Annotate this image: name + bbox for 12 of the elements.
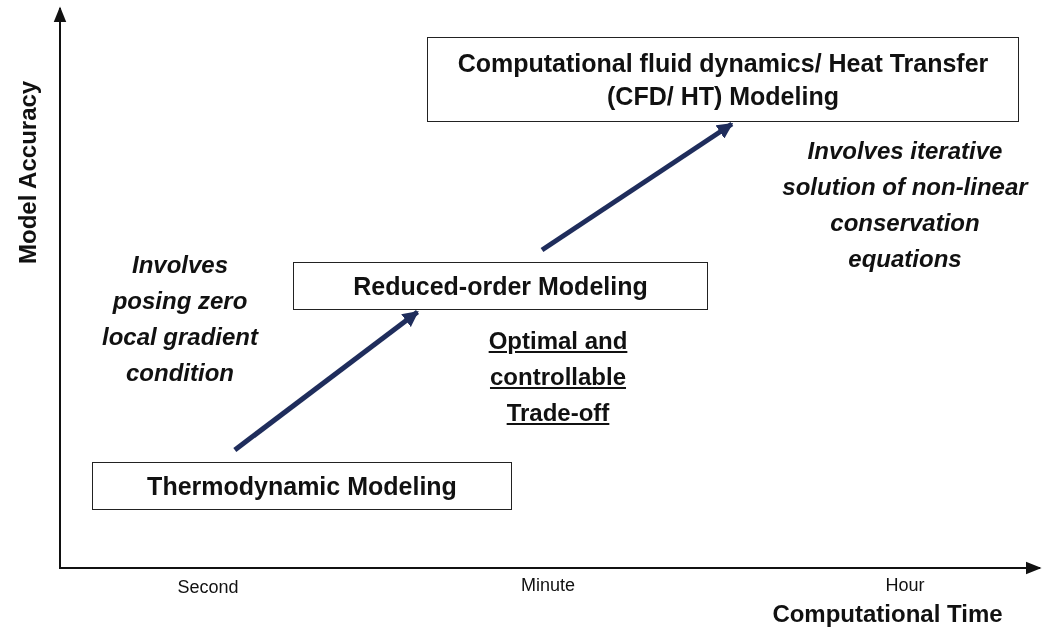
model-box: Thermodynamic Modeling	[92, 462, 512, 510]
axis-tick-label: Minute	[520, 574, 576, 596]
model-box: Reduced-order Modeling	[293, 262, 708, 310]
arrow	[233, 310, 419, 452]
axis-tick-label: Second	[176, 576, 240, 598]
annotation: Involves posing zero local gradient condition	[100, 250, 260, 388]
annotation: Involves iterative solution of non-linear conservation equations	[781, 136, 1030, 274]
axis-tick-label: Hour	[884, 574, 926, 596]
model-box: Computational fluid dynamics/ Heat Transfer (CFD/ HT) Modeling	[427, 37, 1019, 122]
annotation: Optimal and controllable Trade-off	[487, 326, 629, 428]
axis-title: Computational Time	[771, 600, 1004, 628]
arrow	[540, 121, 734, 253]
